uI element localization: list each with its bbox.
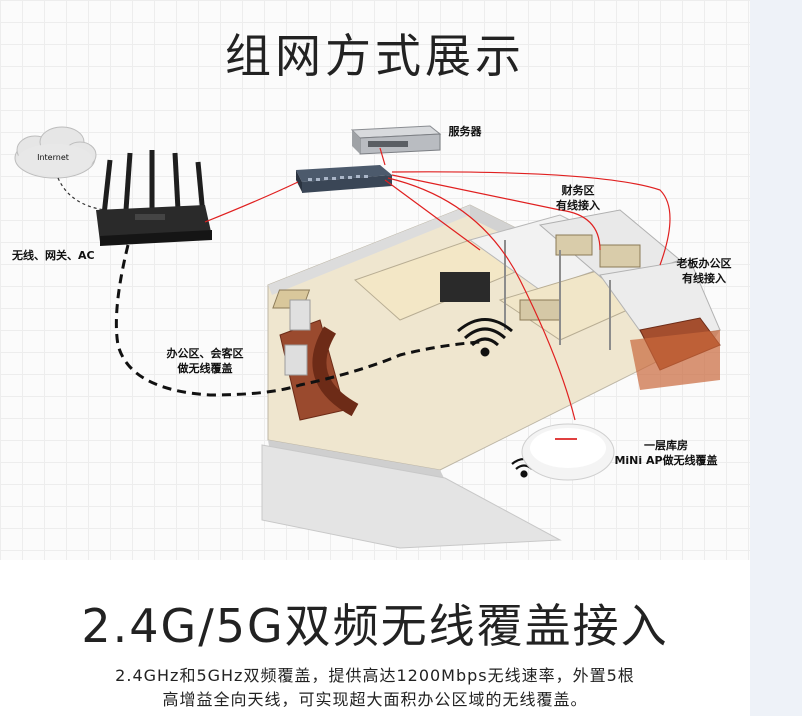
- warehouse-name: 一层库房: [644, 439, 688, 452]
- finance-zone-access: 有线接入: [556, 199, 600, 212]
- ceiling-ap-icon: [521, 423, 615, 481]
- office-zone-coverage: 做无线覆盖: [177, 362, 233, 375]
- side-strip: [750, 0, 802, 716]
- server-label: 服务器: [448, 125, 482, 138]
- warehouse-coverage: MiNi AP做无线覆盖: [614, 454, 718, 467]
- router-label: 无线、网关、AC: [12, 249, 95, 262]
- feature-description-line1: 2.4GHz和5GHz双频覆盖，提供高达1200Mbps无线速率，外置5根: [115, 666, 635, 685]
- warehouse-label: 一层库房 MiNi AP做无线覆盖: [596, 438, 736, 468]
- page-title: 组网方式展示: [225, 29, 525, 83]
- office-zone-label: 办公区、会客区 做无线覆盖: [150, 346, 260, 376]
- office-zone-name: 办公区、会客区: [166, 347, 244, 360]
- feature-description: 2.4GHz和5GHz双频覆盖，提供高达1200Mbps无线速率，外置5根 高增…: [40, 664, 710, 712]
- wired-links: [204, 147, 671, 421]
- internet-link: [57, 177, 106, 211]
- network-diagram: [14, 125, 722, 549]
- floor-plan: [261, 204, 722, 549]
- boss-office-access: 有线接入: [682, 272, 726, 285]
- switch-icon: [296, 165, 392, 193]
- boss-office-label: 老板办公区 有线接入: [664, 256, 744, 286]
- boss-office-name: 老板办公区: [676, 257, 732, 270]
- router-icon: [96, 150, 212, 246]
- finance-zone-label: 财务区 有线接入: [538, 183, 618, 213]
- feature-description-line2: 高增益全向天线，可实现超大面积办公区域的无线覆盖。: [162, 690, 588, 709]
- wireless-backbone: [114, 244, 481, 397]
- cloud-icon: [14, 126, 97, 179]
- server-icon: [350, 125, 442, 155]
- wifi-signal-icon: [457, 318, 513, 357]
- finance-zone-name: 财务区: [561, 184, 595, 197]
- feature-title: 2.4G/5G双频无线覆盖接入: [81, 599, 669, 653]
- internet-label: Internet: [37, 153, 69, 162]
